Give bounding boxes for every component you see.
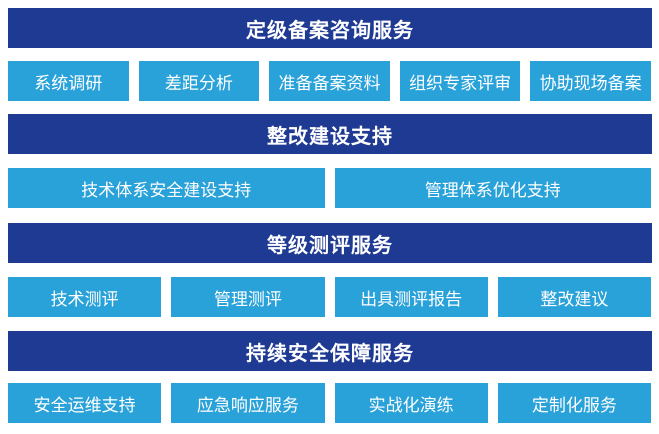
item-custom-services: 定制化服务 bbox=[497, 383, 651, 423]
assessment-items: 技术测评 管理测评 出具测评报告 整改建议 bbox=[8, 277, 651, 317]
item-expert-review: 组织专家评审 bbox=[399, 61, 521, 101]
section-header-rectification: 整改建设支持 bbox=[8, 114, 652, 154]
item-onsite-filing: 协助现场备案 bbox=[530, 61, 651, 101]
item-system-research: 系统调研 bbox=[8, 61, 129, 101]
rectification-items: 技术体系安全建设支持 管理体系优化支持 bbox=[8, 168, 651, 208]
item-management-system-support: 管理体系优化支持 bbox=[334, 168, 651, 208]
grading-filing-items: 系统调研 差距分析 准备备案资料 组织专家评审 协助现场备案 bbox=[8, 61, 651, 101]
item-assessment-report: 出具测评报告 bbox=[334, 277, 488, 317]
item-technical-system-support: 技术体系安全建设支持 bbox=[8, 168, 325, 208]
item-management-assessment: 管理测评 bbox=[171, 277, 325, 317]
item-drills: 实战化演练 bbox=[334, 383, 488, 423]
section-header-grading-filing: 定级备案咨询服务 bbox=[8, 8, 652, 48]
item-emergency-response: 应急响应服务 bbox=[171, 383, 325, 423]
item-ops-support: 安全运维支持 bbox=[8, 383, 162, 423]
item-technical-assessment: 技术测评 bbox=[8, 277, 162, 317]
continuous-security-items: 安全运维支持 应急响应服务 实战化演练 定制化服务 bbox=[8, 383, 651, 423]
item-prepare-filing-docs: 准备备案资料 bbox=[269, 61, 390, 101]
item-gap-analysis: 差距分析 bbox=[138, 61, 260, 101]
item-rectification-advice: 整改建议 bbox=[497, 277, 651, 317]
section-header-continuous-security: 持续安全保障服务 bbox=[8, 331, 652, 371]
section-header-assessment: 等级测评服务 bbox=[8, 223, 652, 263]
